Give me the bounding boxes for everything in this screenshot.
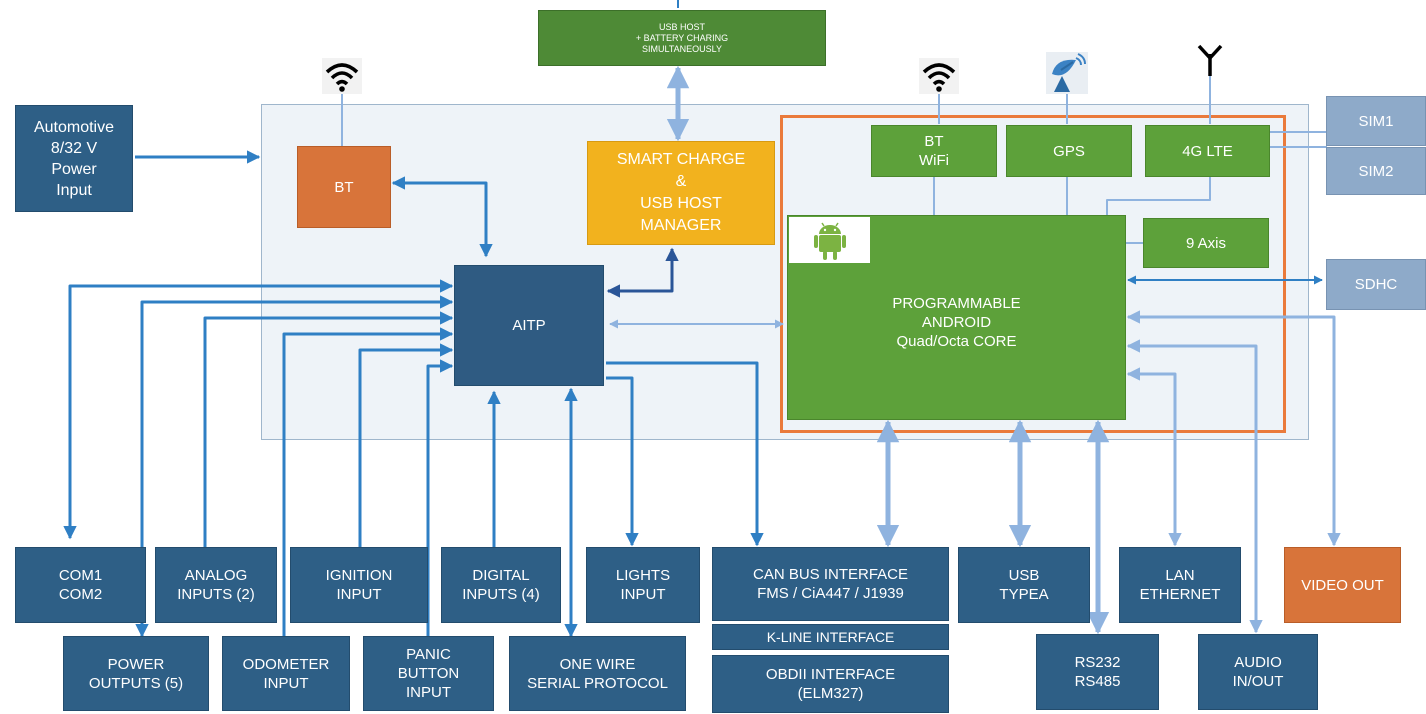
- ignition-line: IGNITION: [325, 567, 393, 584]
- voltage-line: 8/32 V: [50, 139, 98, 157]
- odometer-input-line: INPUT: [263, 674, 309, 692]
- odometer-line: ODOMETER: [242, 655, 330, 673]
- automotive-line: Automotive: [33, 118, 115, 136]
- panic-button-input: PANIC BUTTON INPUT: [363, 636, 494, 711]
- antenna-icon: [1197, 44, 1223, 76]
- com1-line: COM1: [58, 567, 103, 584]
- one-wire-serial: ONE WIRE SERIAL PROTOCOL: [509, 636, 686, 711]
- video-out-label: VIDEO OUT: [1301, 576, 1384, 594]
- digital-count-line: INPUTS (4): [462, 586, 540, 603]
- audio-port: AUDIO IN/OUT: [1198, 634, 1318, 710]
- bt-module: BT: [297, 146, 391, 228]
- bt-line: BT: [924, 133, 944, 150]
- wifi-line: WiFi: [919, 152, 949, 169]
- lan-ethernet-port: LAN ETHERNET: [1119, 547, 1241, 623]
- odometer-input: ODOMETER INPUT: [222, 636, 350, 711]
- ignition-input: IGNITION INPUT: [290, 547, 428, 623]
- obd-line: OBDII INTERFACE: [765, 666, 896, 683]
- one-wire-line: ONE WIRE: [559, 655, 636, 673]
- rs232-rs485-port: RS232 RS485: [1036, 634, 1159, 710]
- sim2-label: SIM2: [1358, 162, 1394, 180]
- usb-line: USB: [1008, 567, 1040, 584]
- manager-line: MANAGER: [640, 217, 722, 234]
- automotive-power-input: Automotive 8/32 V Power Input: [15, 105, 133, 212]
- rs232-line: RS232: [1074, 654, 1121, 671]
- digital-inputs: DIGITAL INPUTS (4): [441, 547, 561, 623]
- lights-line: LIGHTS: [615, 567, 671, 584]
- lte-module: 4G LTE: [1145, 125, 1270, 177]
- usb-host-line: USB HOST: [658, 21, 705, 32]
- button-line: BUTTON: [397, 665, 460, 682]
- analog-inputs: ANALOG INPUTS (2): [155, 547, 277, 623]
- aitp-label: AITP: [512, 317, 546, 334]
- audio-io-line: IN/OUT: [1232, 673, 1284, 690]
- lte-label: 4G LTE: [1182, 142, 1233, 160]
- digital-line: DIGITAL: [472, 567, 530, 584]
- smart-charge-manager: SMART CHARGE & USB HOST MANAGER: [587, 141, 775, 245]
- serial-protocol-line: SERIAL PROTOCOL: [527, 674, 668, 692]
- can-protocols-line: FMS / CiA447 / J1939: [757, 585, 904, 602]
- wifi-icon: [322, 58, 362, 94]
- typea-line: TYPEA: [999, 586, 1049, 603]
- aitp-processor: AITP: [454, 265, 604, 386]
- bt-label: BT: [334, 178, 354, 196]
- audio-line: AUDIO: [1234, 654, 1282, 671]
- lights-input: LIGHTS INPUT: [586, 547, 700, 623]
- nine-axis-label: 9 Axis: [1185, 234, 1227, 252]
- sdhc-slot: SDHC: [1326, 259, 1426, 310]
- bt-wifi-module: BT WiFi: [871, 125, 997, 177]
- power-line: Power: [51, 160, 97, 178]
- panic-line: PANIC: [406, 646, 451, 663]
- android-icon: [789, 217, 870, 263]
- android-module-frame: [780, 115, 1286, 433]
- analog-line: ANALOG: [184, 567, 248, 584]
- can-bus-line: CAN BUS INTERFACE: [752, 566, 909, 583]
- core-line: Quad/Octa CORE: [896, 333, 1017, 350]
- ignition-input-line: INPUT: [336, 586, 382, 603]
- battery-charging-line: + BATTERY CHARING: [635, 32, 729, 43]
- elm-line: (ELM327): [797, 685, 864, 702]
- sim1-slot: SIM1: [1326, 96, 1426, 146]
- sim2-slot: SIM2: [1326, 147, 1426, 195]
- analog-count-line: INPUTS (2): [177, 586, 255, 603]
- k-line-label: K-LINE INTERFACE: [766, 628, 895, 645]
- lights-input-line: INPUT: [620, 586, 666, 603]
- sim1-label: SIM1: [1358, 112, 1394, 130]
- android-line: ANDROID: [921, 314, 992, 331]
- com-ports: COM1 COM2: [15, 547, 146, 623]
- obd-interface: OBDII INTERFACE (ELM327): [712, 655, 949, 713]
- usb-host-charging-block: USB HOST + BATTERY CHARING SIMULTANEOUSL…: [538, 10, 826, 66]
- gps-module: GPS: [1006, 125, 1132, 177]
- ethernet-line: ETHERNET: [1139, 586, 1221, 603]
- can-bus-interface: CAN BUS INTERFACE FMS / CiA447 / J1939: [712, 547, 949, 621]
- k-line-interface: K-LINE INTERFACE: [712, 624, 949, 650]
- power-line: POWER: [107, 655, 165, 673]
- input-line: Input: [56, 181, 92, 199]
- ampersand-line: &: [675, 173, 687, 190]
- simultaneously-line: SIMULTANEOUSLY: [641, 43, 722, 54]
- usb-typea-port: USB TYPEA: [958, 547, 1090, 623]
- satellite-dish-icon: [1046, 52, 1088, 94]
- power-outputs: POWER OUTPUTS (5): [63, 636, 209, 711]
- sdhc-label: SDHC: [1354, 276, 1398, 293]
- programmable-line: PROGRAMMABLE: [892, 295, 1021, 312]
- smart-charge-line: SMART CHARGE: [616, 151, 746, 168]
- gps-label: GPS: [1053, 142, 1085, 160]
- rs485-line: RS485: [1074, 673, 1121, 690]
- video-out-port: VIDEO OUT: [1284, 547, 1401, 623]
- nine-axis-sensor: 9 Axis: [1143, 218, 1269, 268]
- lan-line: LAN: [1165, 567, 1195, 584]
- wifi-icon: [919, 58, 959, 94]
- power-count-line: OUTPUTS (5): [88, 674, 184, 692]
- com2-line: COM2: [58, 586, 103, 603]
- usb-host-line: USB HOST: [640, 195, 722, 212]
- panic-input-line: INPUT: [406, 684, 451, 701]
